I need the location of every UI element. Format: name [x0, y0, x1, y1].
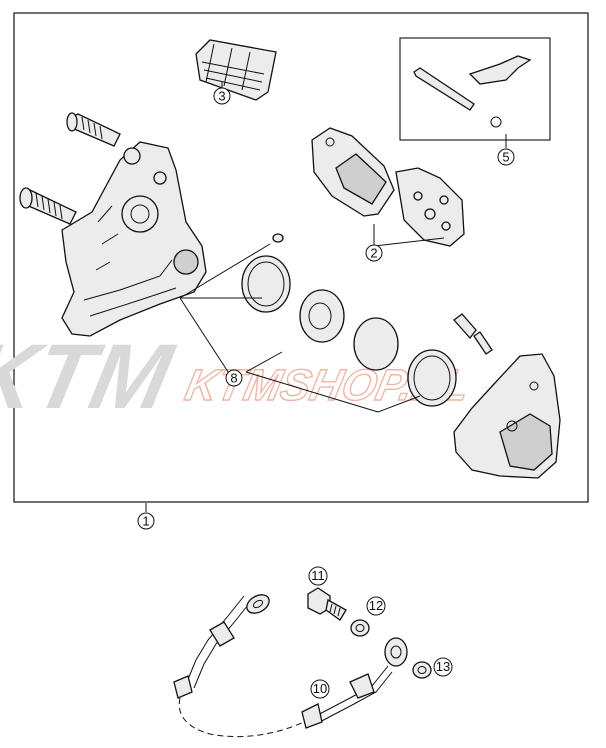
svg-text:5: 5 — [502, 150, 509, 165]
svg-text:11: 11 — [311, 568, 325, 583]
caliper-seals-pistons — [241, 233, 457, 407]
svg-text:2: 2 — [370, 246, 377, 261]
brake-pad-front — [311, 127, 395, 217]
assembly-frame — [13, 12, 589, 503]
watermark-logo: KTM — [0, 325, 183, 428]
callout-13: 13 — [433, 657, 453, 677]
svg-text:8: 8 — [230, 371, 237, 386]
callout-1: 1 — [137, 512, 155, 530]
caliper-housing — [453, 353, 561, 479]
callout-5: 5 — [497, 148, 515, 166]
svg-text:10: 10 — [313, 681, 327, 696]
callout-8: 8 — [225, 369, 243, 387]
bracket-bolt-upper — [66, 112, 121, 147]
banjo-bolt — [307, 587, 347, 621]
sealing-ring-13 — [412, 661, 432, 679]
svg-text:13: 13 — [436, 659, 450, 674]
sealing-ring-12 — [350, 619, 370, 637]
pin-kit-frame — [399, 37, 551, 141]
bracket-bolt-lower — [19, 187, 77, 225]
callout-10: 10 — [310, 679, 330, 699]
svg-text:3: 3 — [218, 89, 225, 104]
svg-text:1: 1 — [142, 514, 149, 529]
brake-hose — [173, 594, 408, 738]
svg-text:12: 12 — [369, 598, 383, 613]
caliper-bracket — [61, 141, 207, 337]
callout-12: 12 — [366, 596, 386, 616]
leader-lines — [145, 82, 507, 512]
bleeder-valve — [453, 313, 493, 355]
brake-pad-rear — [395, 167, 465, 247]
callout-2: 2 — [365, 244, 383, 262]
callout-3: 3 — [213, 87, 231, 105]
pad-spring — [195, 39, 277, 101]
pin-kit — [399, 37, 551, 141]
callout-11: 11 — [308, 566, 328, 586]
